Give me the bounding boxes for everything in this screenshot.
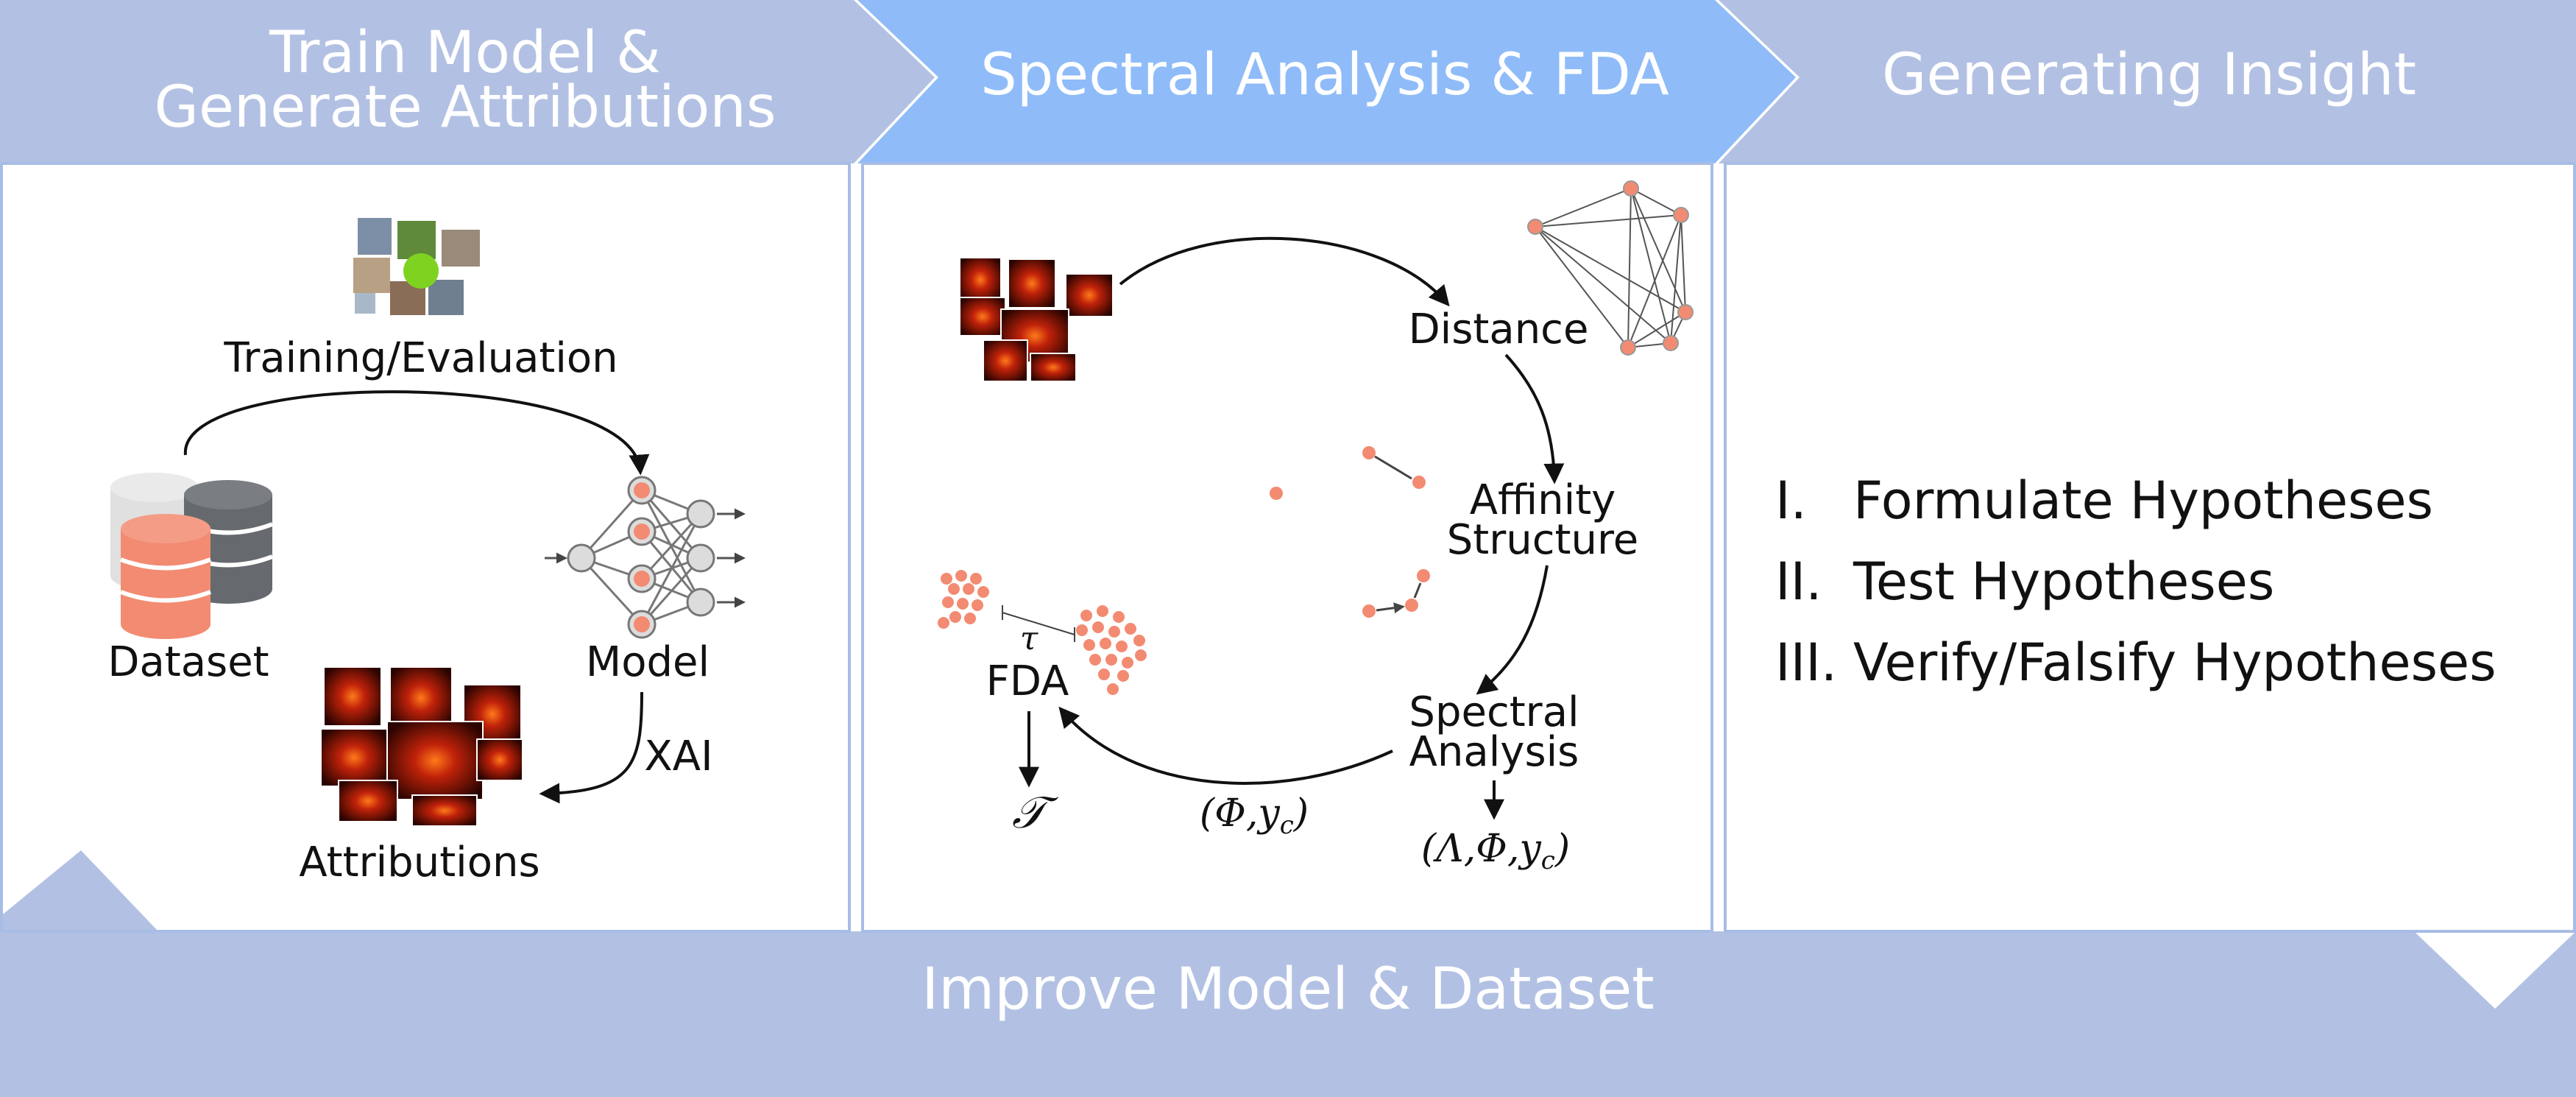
panel1-frame bbox=[0, 162, 851, 933]
tau-small-label: τ bbox=[1020, 620, 1038, 657]
affinity-label-line2: Structure bbox=[1447, 516, 1639, 564]
step-3-numeral: III. bbox=[1775, 632, 1837, 693]
phi-y-label: (Φ,yc) bbox=[1200, 791, 1309, 840]
fda-clusters-icon bbox=[938, 570, 1147, 695]
distance-label: Distance bbox=[1409, 306, 1589, 353]
insight-steps-list: I. Formulate Hypotheses II. Test Hypothe… bbox=[1775, 470, 2497, 693]
neural-network-icon bbox=[545, 476, 746, 639]
xai-label: XAI bbox=[644, 733, 712, 780]
training-evaluation-label: Training/Evaluation bbox=[223, 334, 618, 382]
database-icon bbox=[110, 473, 274, 639]
stage2-header bbox=[857, 0, 1796, 163]
stage1-header-title-line2: Generate Attributions bbox=[155, 74, 776, 141]
affinity-label-line1: Affinity bbox=[1470, 476, 1616, 524]
panel2-frame bbox=[861, 162, 1713, 933]
stage3-header-title: Generating Insight bbox=[1882, 42, 2416, 108]
heatmap-collage-icon bbox=[320, 666, 523, 827]
affinity-structure-icon bbox=[1270, 446, 1430, 618]
stage1-header-title-line1: Train Model & bbox=[269, 20, 661, 86]
complete-graph-icon bbox=[1527, 180, 1694, 356]
attributions-label: Attributions bbox=[299, 839, 539, 886]
dataset-label: Dataset bbox=[107, 638, 269, 686]
spectral-label-line2: Analysis bbox=[1409, 728, 1579, 776]
lambda-phi-y-label: (Λ,Φ,yc) bbox=[1421, 827, 1570, 875]
model-label: Model bbox=[586, 638, 710, 686]
image-collage-icon bbox=[353, 218, 480, 315]
to-fda-arrow bbox=[1058, 706, 1393, 785]
attribution-heatmaps-icon bbox=[959, 257, 1114, 382]
to-distance-arrow bbox=[1119, 236, 1450, 307]
to-affinity-arrow bbox=[1504, 353, 1565, 484]
tau-output-label: 𝒯 bbox=[1012, 787, 1059, 839]
step-3-text: Verify/Falsify Hypotheses bbox=[1853, 632, 2497, 693]
step-1-numeral: I. bbox=[1775, 470, 1807, 531]
step-1-text: Formulate Hypotheses bbox=[1853, 470, 2433, 531]
spectral-label-line1: Spectral bbox=[1409, 688, 1579, 736]
bottom-band-label: Improve Model & Dataset bbox=[921, 956, 1655, 1023]
to-spectral-arrow bbox=[1476, 565, 1549, 695]
bottom-band bbox=[0, 850, 2576, 1097]
panel3-frame bbox=[1724, 162, 2576, 933]
step-2-numeral: II. bbox=[1775, 551, 1822, 612]
stage3-header bbox=[1719, 0, 2576, 163]
xai-arrow bbox=[539, 691, 643, 804]
step-2-text: Test Hypotheses bbox=[1853, 551, 2274, 612]
stage1-header bbox=[0, 0, 935, 163]
stage2-header-title: Spectral Analysis & FDA bbox=[980, 42, 1669, 108]
training-arrow bbox=[183, 390, 650, 476]
fda-label: FDA bbox=[986, 657, 1069, 705]
